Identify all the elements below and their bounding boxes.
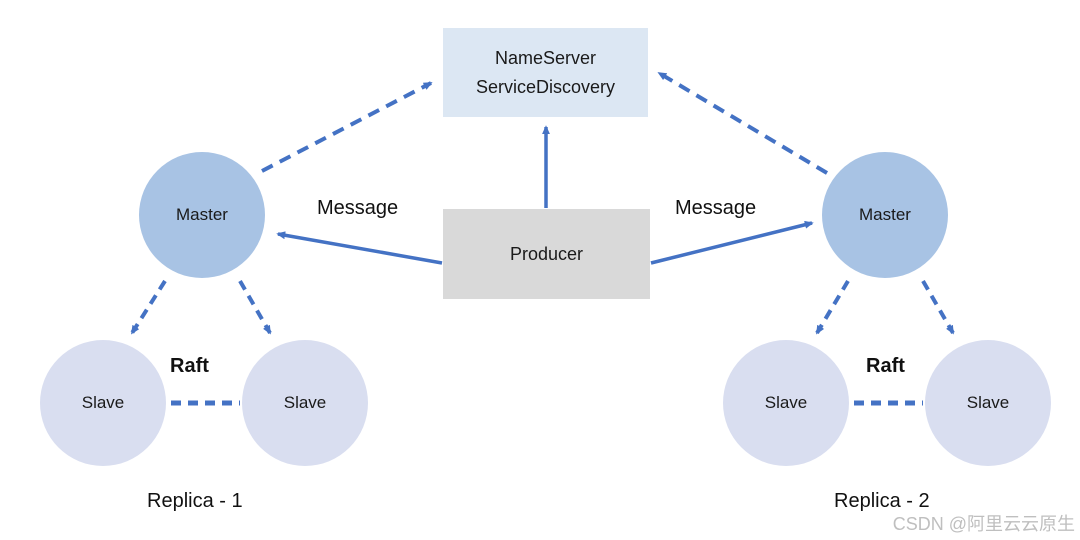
slave-label: Slave xyxy=(764,393,808,412)
master-node-replica1: Master xyxy=(139,152,265,278)
slave1-node-replica2: Slave xyxy=(723,340,849,466)
producer-label: Producer xyxy=(509,243,584,264)
edge-master-right-to-nameserver xyxy=(657,71,829,175)
nameserver-label-line1: NameServer xyxy=(494,47,597,68)
slave-label: Slave xyxy=(283,393,327,412)
slave-label: Slave xyxy=(966,393,1010,412)
master-label: Master xyxy=(176,205,228,224)
master-label: Master xyxy=(859,205,911,224)
producer-node: Producer xyxy=(443,209,650,299)
edge-master-right-to-slave2 xyxy=(921,280,955,335)
replica1-caption: Replica - 1 xyxy=(147,490,243,512)
slave-label: Slave xyxy=(81,393,125,412)
message-label-right: Message xyxy=(675,197,757,219)
slave2-node-replica2: Slave xyxy=(925,340,1051,466)
edge-master-right-to-slave1 xyxy=(815,279,850,335)
edge-master-left-to-slave2 xyxy=(238,280,272,335)
slave2-node-replica1: Slave xyxy=(242,340,368,466)
edge-master-left-to-nameserver xyxy=(261,81,433,173)
slave1-node-replica1: Slave xyxy=(40,340,166,466)
master-node-replica2: Master xyxy=(822,152,948,278)
edge-producer-to-master-left xyxy=(276,231,443,265)
edge-producer-to-master-right xyxy=(650,220,814,265)
edge-master-left-to-slave1 xyxy=(130,279,167,335)
replica2-caption: Replica - 2 xyxy=(834,490,930,512)
message-label-left: Message xyxy=(317,197,399,219)
raft-label-left: Raft xyxy=(170,355,209,377)
csdn-watermark: CSDN @阿里云云原生 xyxy=(892,514,1075,534)
nameserver-node: NameServer ServiceDiscovery xyxy=(443,28,648,117)
raft-label-right: Raft xyxy=(866,355,905,377)
nameserver-label-line2: ServiceDiscovery xyxy=(475,76,616,97)
